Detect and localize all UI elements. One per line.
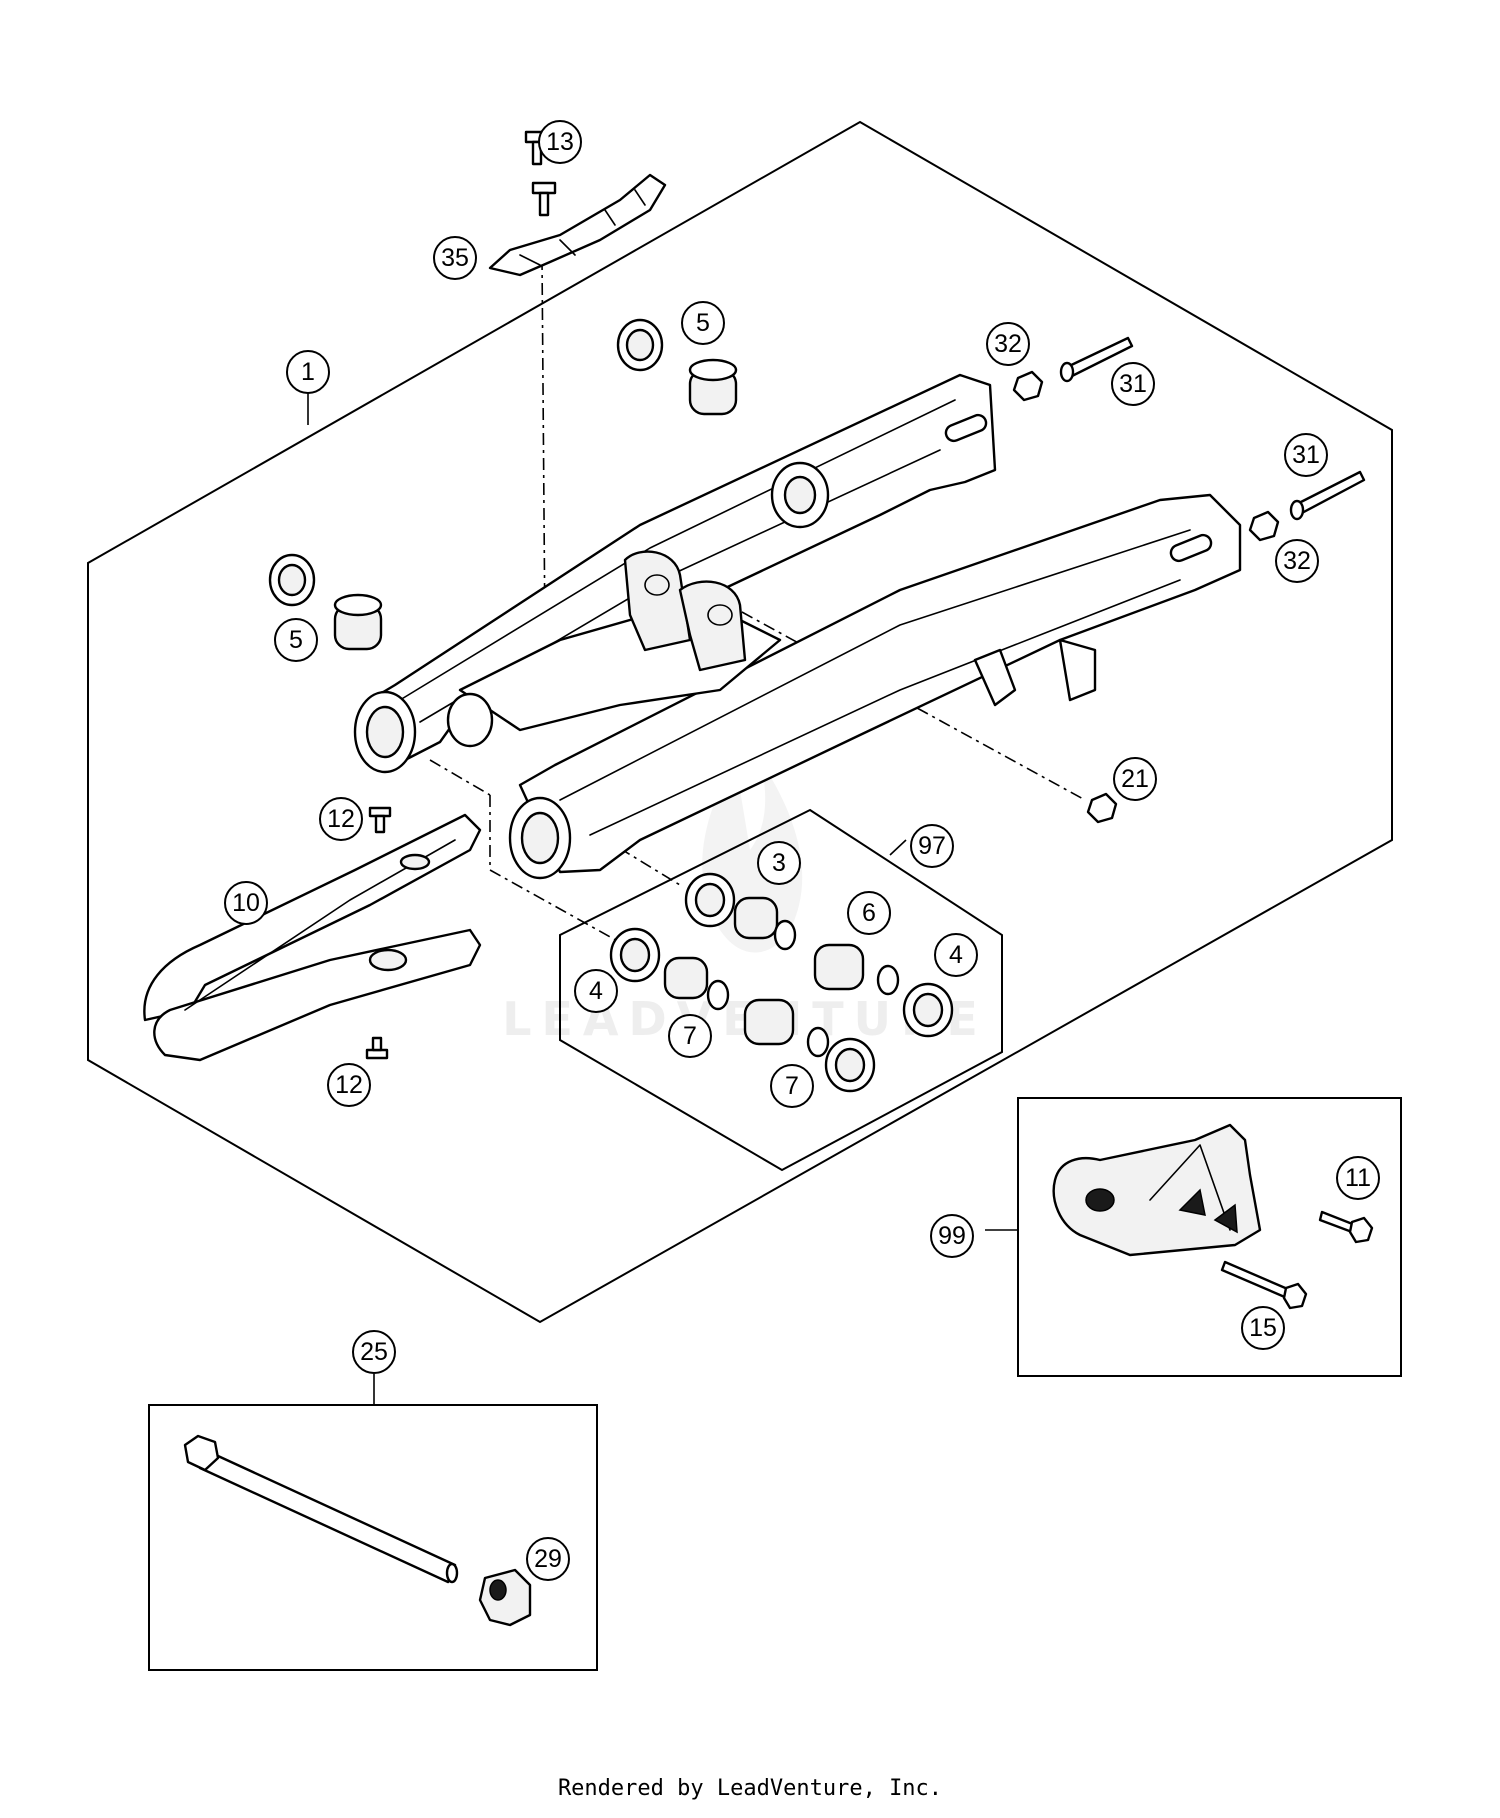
screw-icon [365, 1036, 389, 1060]
svg-text:5: 5 [289, 626, 303, 654]
callout-35: 35 [433, 236, 477, 280]
callout-97: 97 [910, 824, 954, 868]
svg-text:25: 25 [360, 1338, 388, 1366]
chain-adjuster-pins [1012, 336, 1366, 542]
svg-text:3: 3 [772, 849, 786, 877]
callouts: 1 3 4 4 5 5 6 7 7 10 11 12 12 13 15 21 2… [224, 120, 1380, 1581]
bolt-icon [531, 181, 557, 217]
callout-7: 7 [668, 1014, 712, 1058]
callout-3: 3 [757, 841, 801, 885]
svg-text:15: 15 [1249, 1314, 1277, 1342]
chain-slider [143, 806, 482, 1062]
swingarm-axle [183, 1434, 532, 1627]
leader-lines [307, 393, 1018, 1405]
callout-12: 12 [319, 797, 363, 841]
swingarm-group-frame [87, 120, 1393, 1324]
pivot-bushings [268, 318, 738, 651]
svg-text:12: 12 [335, 1071, 363, 1099]
callout-5: 5 [274, 618, 318, 662]
footer-credit: Rendered by LeadVenture, Inc. [557, 1776, 943, 1801]
svg-text:11: 11 [1345, 1164, 1371, 1192]
callout-1: 1 [286, 350, 330, 394]
screw-icon [368, 806, 392, 834]
axle-box [148, 1404, 598, 1671]
axle-clamp [478, 1568, 532, 1627]
callout-32: 32 [1275, 539, 1319, 583]
svg-text:21: 21 [1121, 765, 1149, 793]
svg-text:6: 6 [862, 899, 876, 927]
callout-21: 21 [1113, 757, 1157, 801]
callout-4: 4 [934, 933, 978, 977]
svg-text:1: 1 [301, 358, 315, 386]
callout-15: 15 [1241, 1306, 1285, 1350]
svg-text:10: 10 [232, 889, 260, 917]
svg-text:4: 4 [589, 977, 603, 1005]
svg-text:29: 29 [534, 1545, 562, 1573]
svg-text:32: 32 [994, 330, 1022, 358]
svg-text:4: 4 [949, 941, 963, 969]
bolt-icon [1318, 1210, 1374, 1244]
callout-6: 6 [847, 891, 891, 935]
svg-text:31: 31 [1292, 441, 1320, 469]
callout-12: 12 [327, 1063, 371, 1107]
callout-99: 99 [930, 1214, 974, 1258]
svg-text:13: 13 [546, 128, 574, 156]
chain-guide-box [1017, 1097, 1402, 1377]
svg-text:99: 99 [938, 1222, 966, 1250]
callout-10: 10 [224, 881, 268, 925]
callout-7: 7 [770, 1064, 814, 1108]
callout-32: 32 [986, 322, 1030, 366]
callout-31: 31 [1111, 362, 1155, 406]
svg-text:31: 31 [1119, 370, 1147, 398]
bearing-kit-parts [609, 872, 954, 1093]
callout-11: 11 [1336, 1156, 1380, 1200]
cable-guide [488, 130, 667, 277]
svg-text:35: 35 [441, 244, 469, 272]
svg-text:7: 7 [785, 1072, 799, 1100]
callout-4: 4 [574, 969, 618, 1013]
svg-text:12: 12 [327, 805, 355, 833]
svg-text:97: 97 [918, 832, 946, 860]
bearing-kit-frame [559, 808, 1003, 1172]
callout-5: 5 [681, 301, 725, 345]
svg-text:32: 32 [1283, 547, 1311, 575]
svg-text:5: 5 [696, 309, 710, 337]
swingarm [353, 373, 1242, 880]
callout-25: 25 [352, 1330, 396, 1374]
svg-text:7: 7 [683, 1022, 697, 1050]
chain-guide-assembly [1052, 1123, 1374, 1310]
callout-31: 31 [1284, 433, 1328, 477]
bolt-icon [1220, 1260, 1308, 1310]
callout-13: 13 [538, 120, 582, 164]
callout-29: 29 [526, 1537, 570, 1581]
nut-icon [1086, 792, 1118, 824]
